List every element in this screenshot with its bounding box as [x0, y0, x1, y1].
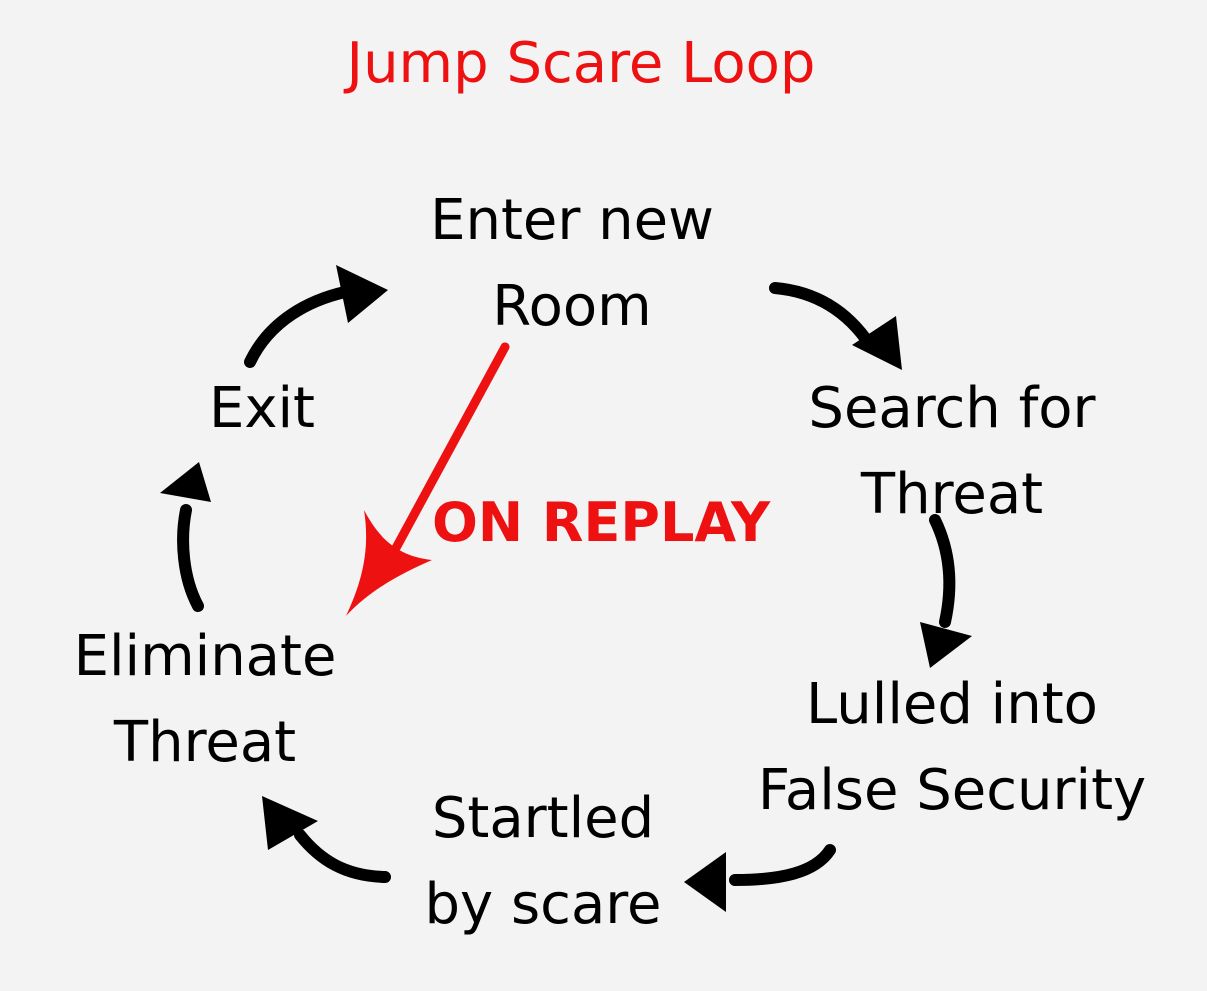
node-lulled-line1: Lulled into	[806, 672, 1098, 737]
node-exit-line1: Exit	[208, 376, 316, 441]
node-enter-line2: Room	[492, 274, 652, 339]
arrow-startled-to-eliminate	[262, 796, 391, 883]
node-eliminate-line1: Eliminate	[73, 624, 337, 689]
node-lulled-line2: False Security	[757, 758, 1147, 823]
diagram-title: Jump Scare Loop	[346, 31, 816, 96]
node-eliminate-threat: Eliminate Threat	[50, 614, 360, 786]
node-enter-new-room: Enter new Room	[404, 178, 740, 350]
arrow-enter-to-search	[769, 282, 902, 370]
node-lulled-into-false-security: Lulled into False Security	[728, 662, 1176, 834]
node-exit: Exit	[190, 366, 334, 452]
node-startled-by-scare: Startled by scare	[402, 776, 684, 948]
arrow-search-to-lulled	[920, 514, 972, 668]
node-startled-line1: Startled	[431, 786, 655, 851]
on-replay-label: ON REPLAY	[432, 491, 771, 554]
arrow-on-replay	[346, 342, 510, 616]
arrow-exit-to-enter	[244, 265, 388, 368]
node-eliminate-line2: Threat	[113, 710, 297, 775]
node-search-for-threat: Search for Threat	[782, 366, 1122, 538]
node-enter-line1: Enter new	[430, 188, 714, 253]
node-startled-line2: by scare	[424, 872, 662, 937]
node-search-line2: Threat	[860, 462, 1044, 527]
arrow-eliminate-to-exit	[160, 462, 211, 612]
arrow-lulled-to-startled	[684, 844, 836, 912]
node-search-line1: Search for	[808, 376, 1096, 441]
